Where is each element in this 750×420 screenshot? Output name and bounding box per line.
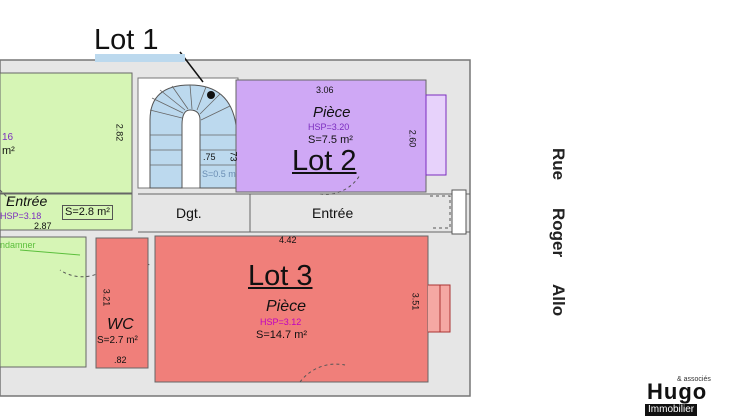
lot3-dim-top: 4.42 (279, 235, 297, 245)
wc-area: S=2.7 m² (97, 335, 138, 346)
lot1-label: Lot 1 (94, 24, 159, 56)
room-left-bottom (0, 236, 87, 368)
window-lot3 (428, 284, 441, 333)
agency-logo: & associés Hugo Immobilier (645, 376, 743, 416)
left-bottom-label: ndamner (0, 240, 36, 250)
entree-left-name: Entrée (6, 193, 48, 209)
door-arc-lot3 (299, 363, 346, 383)
left-top-area: m² (2, 145, 15, 157)
room-left-top (0, 72, 133, 194)
logo-sub: Immobilier (645, 404, 698, 416)
street-word-1: Rue (549, 148, 568, 181)
wc-name: WC (107, 316, 134, 333)
stair-treads (149, 84, 236, 166)
lot3-dim-side: 3.51 (410, 292, 421, 311)
left-top-dim: 2.82 (114, 123, 125, 142)
stair-dim-2: 73 (228, 151, 239, 162)
entree-right-label: Entrée (312, 205, 354, 221)
lot3-piece-hsp: HSP=3.12 (260, 317, 302, 327)
room-lot2-piece (235, 79, 427, 193)
logo-small-text: & associés (677, 376, 711, 383)
lot2-piece-area: S=7.5 m² (308, 134, 353, 146)
lot2-piece-hsp: HSP=3.20 (308, 122, 350, 132)
wc-dim-bottom: .82 (114, 355, 127, 365)
lot3-piece-name: Pièce (266, 298, 307, 315)
street-word-3: Allo (549, 284, 568, 317)
room-lot3-piece (154, 235, 429, 383)
lot1-highlight (95, 54, 185, 62)
logo-name: Hugo (647, 379, 708, 404)
lot2-label: Lot 2 (292, 145, 357, 177)
entree-left-hsp: HSP=3.18 (0, 211, 42, 221)
lot2-dim-top: 3.06 (316, 85, 334, 95)
dgt-label: Dgt. (176, 205, 202, 221)
lot3-label: Lot 3 (248, 260, 313, 292)
entry-threshold (451, 189, 467, 235)
entree-left-area: S=2.8 m² (62, 205, 113, 220)
window-lot2 (425, 94, 447, 176)
left-top-hsp: 16 (2, 132, 14, 143)
stair-dim-1: .75 (203, 152, 216, 162)
lot2-piece-name: Pièce (313, 104, 351, 121)
stair-area: S=0.5 m (202, 169, 236, 179)
street-word-2: Roger (549, 208, 568, 258)
stair-marker (207, 91, 215, 99)
lot3-piece-area: S=14.7 m² (256, 329, 308, 341)
lot2-dim-side: 2.60 (407, 129, 418, 148)
room-wc (95, 237, 149, 369)
door-entry (430, 195, 451, 229)
entree-left-dim: 2.87 (34, 221, 52, 231)
door-arc-lot2 (319, 174, 361, 195)
wc-dim-side: 3.21 (101, 288, 112, 307)
